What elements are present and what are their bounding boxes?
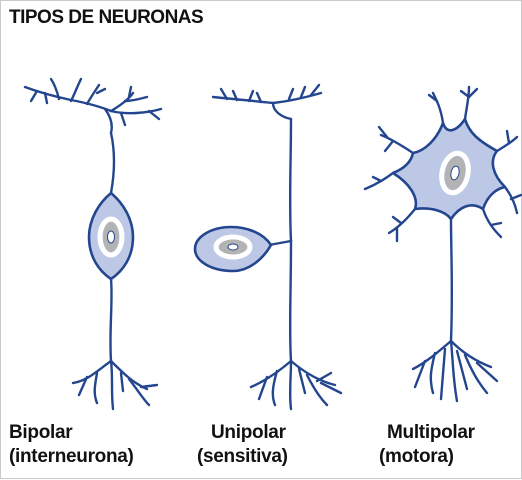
multipolar-nucleus-ring bbox=[439, 150, 471, 196]
label-unipolar-name: Unipolar bbox=[211, 422, 286, 443]
bipolar-neuron bbox=[23, 77, 163, 411]
label-bipolar-detail: (interneurona) bbox=[9, 446, 134, 467]
bipolar-axon bbox=[71, 277, 159, 411]
unipolar-neuron bbox=[193, 83, 343, 411]
diagram-title: TIPOS DE NEURONAS bbox=[9, 7, 204, 28]
unipolar-terminals bbox=[249, 359, 343, 411]
bipolar-nucleus-ring bbox=[97, 216, 125, 258]
label-multipolar-name: Multipolar bbox=[387, 422, 475, 443]
unipolar-nucleus-ring bbox=[213, 234, 253, 260]
label-multipolar-detail: (motora) bbox=[379, 446, 454, 467]
multipolar-neuron bbox=[363, 85, 522, 403]
label-unipolar: Unipolar (sensitiva) bbox=[197, 421, 288, 469]
unipolar-dendrites bbox=[211, 83, 323, 363]
bipolar-dendrites bbox=[23, 77, 163, 195]
multipolar-dendrites bbox=[363, 85, 522, 243]
label-bipolar-name: Bipolar bbox=[9, 422, 73, 443]
label-bipolar: Bipolar (interneurona) bbox=[9, 421, 134, 469]
multipolar-axon bbox=[411, 217, 499, 403]
label-multipolar: Multipolar (motora) bbox=[379, 421, 475, 469]
label-unipolar-detail: (sensitiva) bbox=[197, 446, 288, 467]
